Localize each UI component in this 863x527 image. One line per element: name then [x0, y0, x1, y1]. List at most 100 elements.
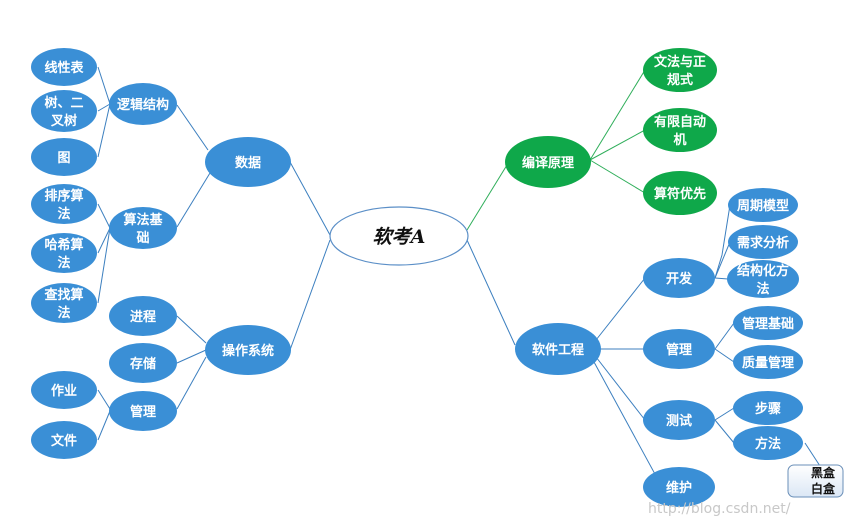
node-label: 开发 — [666, 271, 693, 287]
node-shape — [733, 391, 803, 425]
node-shu[interactable]: 树、二叉树 — [31, 90, 97, 132]
node-shape — [31, 184, 97, 224]
node-label: 软件工程 — [532, 342, 584, 358]
node-weihu[interactable]: 维护 — [643, 467, 715, 507]
node-shape — [643, 329, 715, 369]
connectors — [97, 66, 821, 488]
connector-caozuo-cunchu — [176, 349, 207, 364]
node-luoji[interactable]: 逻辑结构 — [109, 83, 177, 125]
node-zhouqi[interactable]: 周期模型 — [728, 188, 798, 222]
connector-caozuo-guanli — [176, 356, 207, 410]
node-label: 排序算 — [44, 188, 83, 204]
connector-ruanjian-kaifa — [595, 277, 646, 341]
connector-guanli-wenjian — [97, 410, 111, 441]
node-guanlijichu[interactable]: 管理基础 — [733, 306, 803, 340]
node-buzhou[interactable]: 步骤 — [733, 391, 803, 425]
node-wenjian[interactable]: 文件 — [31, 421, 97, 459]
node-xuqiu[interactable]: 需求分析 — [728, 225, 798, 259]
node-shape — [505, 136, 591, 188]
node-caozuoxitong[interactable]: 操作系统 — [205, 325, 291, 375]
node-label: 维护 — [666, 480, 692, 496]
node-shape — [31, 421, 97, 459]
node-zhiliang[interactable]: 质量管理 — [733, 345, 803, 379]
connector-kaifa-xuqiu — [714, 241, 731, 279]
connector-ruanjian-ceshi — [595, 356, 646, 421]
node-label: 作业 — [51, 383, 77, 399]
connector-center-shuju — [289, 161, 331, 236]
node-suanfu[interactable]: 算符优先 — [643, 171, 717, 215]
node-shape — [643, 400, 715, 440]
node-label: 算符优先 — [654, 186, 706, 202]
node-shape — [109, 296, 177, 336]
callout-heihe-baihe[interactable]: 黑盒 白盒 — [787, 464, 844, 498]
node-jincheng[interactable]: 进程 — [109, 296, 177, 336]
node-bianyi[interactable]: 编译原理 — [505, 136, 591, 188]
node-label: 文件 — [51, 433, 77, 449]
connector-guanli-zuoye — [97, 389, 111, 410]
node-shape — [31, 371, 97, 409]
node-guanli_se[interactable]: 管理 — [643, 329, 715, 369]
connector-bianyi-youxian — [589, 129, 646, 161]
node-label: 图 — [57, 151, 70, 166]
node-kaifa[interactable]: 开发 — [643, 258, 715, 298]
node-ruanjian[interactable]: 软件工程 — [515, 323, 601, 375]
connector-bianyi-wenfa — [589, 69, 646, 161]
center-label: 软考A — [373, 226, 426, 248]
center-node[interactable]: 软考A — [329, 206, 469, 266]
node-label: 线性表 — [44, 60, 84, 76]
connector-ceshi-buzhou — [714, 407, 735, 421]
node-cunchu[interactable]: 存储 — [109, 343, 177, 383]
node-fangfa[interactable]: 方法 — [733, 426, 803, 460]
connector-center-ruanjian — [466, 239, 516, 346]
node-label: 周期模型 — [737, 198, 789, 214]
node-xianxingbiao[interactable]: 线性表 — [31, 48, 97, 86]
node-label: 质量管理 — [742, 355, 794, 371]
node-shape — [109, 207, 177, 249]
node-shape — [31, 48, 97, 86]
connector-ceshi-fangfa — [714, 419, 735, 444]
node-shape — [205, 325, 291, 375]
node-label: 法 — [57, 206, 70, 222]
node-shape — [728, 225, 798, 259]
node-guanli_os[interactable]: 管理 — [109, 391, 177, 431]
connector-kaifa-zhouqi — [714, 204, 731, 279]
node-zuoye[interactable]: 作业 — [31, 371, 97, 409]
connector-bianyi-suanfu — [589, 159, 646, 194]
connector-caozuo-jincheng — [176, 315, 207, 344]
node-label: 测试 — [666, 413, 692, 429]
connector-shuju-suanfa — [176, 172, 211, 228]
connector-center-bianyi — [466, 164, 508, 231]
node-shape — [31, 138, 97, 176]
node-label: 需求分析 — [737, 235, 789, 251]
node-label: 逻辑结构 — [117, 97, 169, 113]
connector-guanli-jichu — [714, 322, 735, 350]
connector-luoji-shu — [97, 103, 111, 112]
node-shape — [31, 233, 97, 273]
node-shape — [727, 260, 799, 298]
node-label: 有限自动 — [654, 114, 706, 130]
node-label: 叉树 — [50, 113, 77, 129]
node-label: 编译原理 — [522, 155, 574, 171]
node-shape — [109, 391, 177, 431]
node-shuju[interactable]: 数据 — [205, 137, 291, 187]
node-shape — [31, 90, 97, 132]
node-ceshi[interactable]: 测试 — [643, 400, 715, 440]
node-shape — [31, 283, 97, 323]
node-label: 方法 — [755, 436, 781, 452]
node-tu[interactable]: 图 — [31, 138, 97, 176]
nodes-layer: 数据逻辑结构线性表树、二叉树图算法基础排序算法哈希算法查找算法操作系统进程存储管… — [31, 48, 803, 507]
connector-luoji-tu — [97, 103, 111, 158]
node-label: 管理基础 — [742, 316, 794, 332]
node-label: 数据 — [235, 155, 261, 171]
node-shape — [109, 343, 177, 383]
node-label: 进程 — [130, 310, 156, 325]
node-label: 管理 — [130, 404, 156, 420]
